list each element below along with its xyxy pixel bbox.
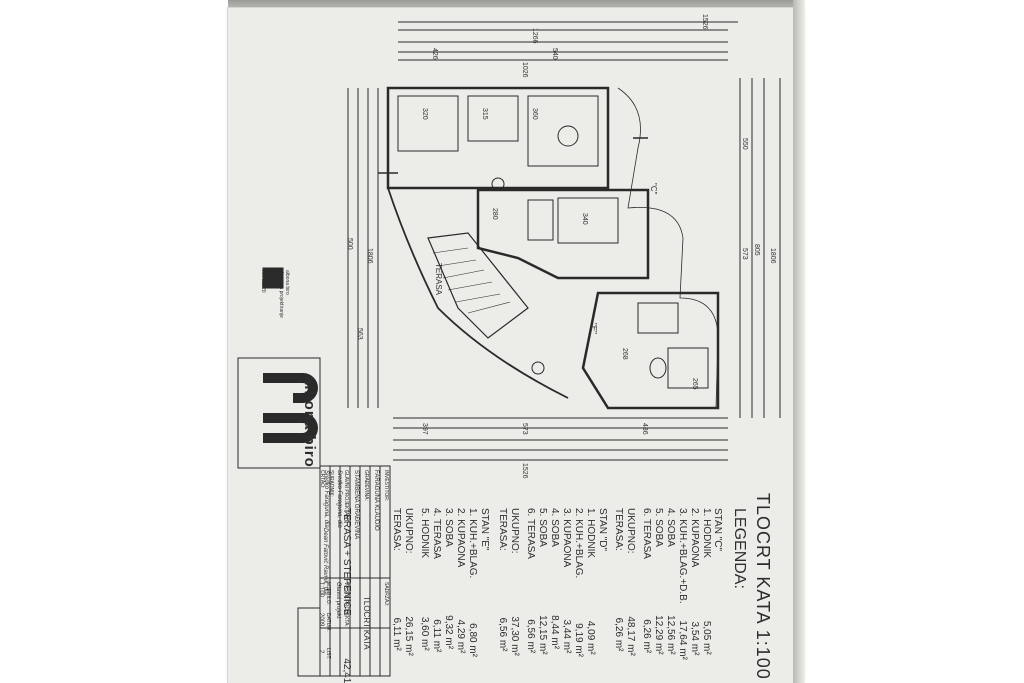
legend-stan-e-row: 1. KUH.+BLAG. 6,80 m² bbox=[467, 508, 478, 658]
room-label: 360 bbox=[531, 108, 538, 120]
legend-stan-d-total: UKUPNO: 37,30 m² bbox=[509, 508, 520, 656]
brand-logo-text: albona biro bbox=[301, 376, 318, 468]
list-number: 2 bbox=[318, 650, 324, 654]
dim-right-573: 573 bbox=[741, 248, 748, 260]
mjerilo: 1:100 bbox=[318, 582, 324, 598]
legend-stan-e-row: 3. SOBA 9,32 m² bbox=[443, 508, 454, 650]
legend-stan-e-row: 4. TERASA 6,11 m² bbox=[431, 508, 442, 653]
projektant: Sredko Faraguna, dia bbox=[336, 470, 342, 528]
legend-stan-e-total: UKUPNO: 26,15 m² bbox=[403, 508, 414, 656]
legend-stan-c-row: 4. SOBA 12,56 m² bbox=[665, 508, 676, 655]
stan-c-label: "C" bbox=[649, 183, 658, 195]
mjerilo-label: MJERILO: bbox=[325, 582, 331, 606]
dim-bottom-573: 573 bbox=[521, 423, 528, 435]
legend-stan-c-row: 2. KUPAONA 3,54 m² bbox=[689, 508, 700, 656]
dim-left-563: 563 bbox=[356, 328, 363, 340]
legend-stan-c-row: 6. TERASA 6,26 m² bbox=[641, 508, 652, 654]
datum: 2009. bbox=[318, 613, 324, 629]
legend-stan-d-row: 5. SOBA 12,15 m² bbox=[537, 508, 548, 655]
investor-label: INVESTITOR: bbox=[383, 470, 389, 502]
legend-stan-c-total: UKUPNO: 48,17 m² bbox=[625, 508, 636, 656]
dim-top-1266: 1266 bbox=[531, 28, 538, 44]
faza-label: VRSTA PROJEKTA: bbox=[343, 582, 349, 627]
dim-right-1806: 1806 bbox=[769, 248, 776, 264]
room-label: 268 bbox=[621, 348, 628, 360]
stamp-text: albona biro d.o.o. za projektiranje i na… bbox=[260, 270, 290, 318]
legend-stan-d-row: 2. KUH.+BLAG. 9,19 m² bbox=[573, 508, 584, 658]
legend-stan-d-row: 1. HODNIK 4,09 m² bbox=[585, 508, 596, 655]
legend-stan-c-row: 5. SOBA 12,29 m² bbox=[653, 508, 664, 655]
dim-top-1526: 1526 bbox=[701, 14, 708, 30]
datum-label: DATUM: bbox=[325, 613, 331, 632]
dim-bottom-436: 436 bbox=[641, 423, 648, 435]
legend-stan-d-row: 4. SOBA 8,44 m² bbox=[549, 508, 560, 650]
stan-e-label: "E" bbox=[589, 323, 598, 335]
legend-stan-c: STAN "C" bbox=[711, 508, 724, 551]
legend-stan-c-title: STAN "C" bbox=[712, 508, 723, 552]
dim-right-805: 805 bbox=[753, 244, 760, 256]
room-label: 315 bbox=[481, 108, 488, 120]
floor-plan bbox=[237, 21, 781, 677]
legend-stan-d-row: 6. TERASA 6,56 m² bbox=[525, 508, 536, 654]
legend-stan-c-items: 1. HODNIK 5,05 m² bbox=[701, 508, 712, 655]
room-label: 280 bbox=[491, 208, 498, 220]
legend-stan-e-row: 2. KUPAONA 4,29 m² bbox=[455, 508, 466, 654]
sheet-title: TLOCRT KATA 1:100 bbox=[753, 493, 773, 680]
legend-stan-e-title: STAN "E" bbox=[479, 508, 490, 551]
legend-stan-d-title: STAN "D" bbox=[597, 508, 608, 552]
legend-stan-c-row: 3. KUH.+BLAG.+D.B. 17,64 m² bbox=[677, 508, 688, 660]
sadrzaj: TLOCRT KATA bbox=[362, 596, 371, 650]
legend-stan-c-terasa: TERASA: 6,26 m² bbox=[613, 508, 624, 652]
legend-stan-e-row: 5. HODNIK 3,60 m² bbox=[419, 508, 430, 651]
room-label: 265 bbox=[691, 378, 698, 390]
dim-bottom-397: 397 bbox=[421, 423, 428, 435]
drawing-sheet: 1526 1266 426 540 1026 550 573 805 1806 … bbox=[228, 8, 800, 683]
sadrzaj-label: SADRŽAJ: bbox=[383, 582, 389, 607]
legend-stan-e-terasa: TERASA: 6,11 m² bbox=[391, 508, 402, 651]
crtao-label: CRTAO: bbox=[319, 470, 325, 489]
building-label: GRAĐEVINA: bbox=[363, 470, 369, 501]
dim-bottom-1526: 1526 bbox=[521, 463, 528, 479]
legend-stan-d-row: 3. KUPAONA 3,44 m² bbox=[561, 508, 572, 654]
terasa-label: TERASA bbox=[434, 263, 443, 296]
legend-stan-d-terasa: TERASA: 6,56 m² bbox=[497, 508, 508, 652]
page-right-edge bbox=[793, 0, 805, 683]
dim-top-1026: 1026 bbox=[521, 62, 528, 78]
room-label: 340 bbox=[581, 213, 588, 225]
dim-top-540: 540 bbox=[551, 48, 558, 60]
faza: Glavni projekt bbox=[335, 582, 341, 619]
dim-left-500: 500 bbox=[346, 238, 353, 250]
dim-right-550: 550 bbox=[741, 138, 748, 150]
projektant-label: GLAVNI PROJEKTANT: bbox=[343, 470, 349, 523]
legend-header: LEGENDA: bbox=[731, 508, 748, 589]
room-label: 320 bbox=[421, 108, 428, 120]
investor: FARAGUNA KLAUDIO bbox=[373, 470, 379, 531]
list-label: LIST: bbox=[325, 648, 331, 660]
dim-top-426: 426 bbox=[431, 48, 438, 60]
building: STAMBENA GRAĐEVINA bbox=[353, 470, 359, 540]
dim-left-1806: 1806 bbox=[366, 248, 373, 264]
